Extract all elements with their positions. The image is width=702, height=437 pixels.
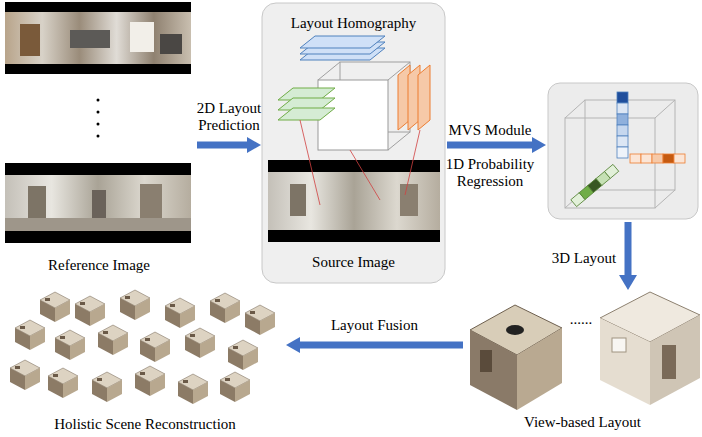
- arrow-label: MVS Module: [440, 122, 540, 139]
- arrow-label: 3D Layout: [548, 250, 620, 267]
- process-arrow: [447, 137, 546, 153]
- process-arrow: [197, 137, 261, 153]
- arrow-label-slot: 3D Layout: [548, 250, 620, 267]
- ellipsis: ......: [561, 311, 601, 328]
- room-model: [470, 305, 562, 410]
- module-title-slot: Layout Homography: [262, 15, 445, 32]
- scene-group: Holistic Scene Reconstruction: [5, 285, 285, 435]
- arrow-label-slot: Layout Fusion: [315, 317, 435, 334]
- image-group: Reference Image: [3, 0, 195, 278]
- homography-panel: [262, 3, 445, 283]
- process-arrow: [286, 337, 463, 353]
- arrow-label: 1D Probability Regression: [440, 156, 540, 190]
- module-panel: Layout HomographySource Image: [262, 3, 445, 285]
- image-caption: Source Image: [262, 254, 445, 271]
- reference-panorama: [5, 2, 191, 74]
- reference-panorama: [5, 163, 191, 243]
- module-title: Layout Homography: [262, 15, 445, 32]
- arrow-label-slot: 2D Layout Prediction: [189, 100, 269, 134]
- arrow-label: Layout Fusion: [315, 317, 435, 334]
- image-caption: Reference Image: [3, 257, 195, 274]
- arrow-label-slot: 1D Probability Regression: [440, 156, 540, 190]
- arrow-label: 2D Layout Prediction: [189, 100, 269, 134]
- probability-volume: [548, 83, 698, 219]
- image-caption: Holistic Scene Reconstruction: [5, 416, 285, 433]
- image-caption-slot: Source Image: [262, 254, 445, 271]
- ellipsis-slot: ......: [561, 311, 601, 328]
- scene-rooms: [10, 290, 275, 404]
- layout-group: ...... View-based Layout: [465, 285, 700, 433]
- image-caption-slot: Reference Image: [3, 257, 195, 274]
- room-model: [600, 292, 700, 405]
- vertical-dots: [97, 99, 100, 138]
- image-caption: View-based Layout: [465, 414, 700, 431]
- image-caption-slot: Holistic Scene Reconstruction: [5, 416, 285, 433]
- image-caption-slot: View-based Layout: [465, 414, 700, 431]
- arrow-label-slot: MVS Module: [440, 122, 540, 139]
- process-arrow: [619, 222, 637, 290]
